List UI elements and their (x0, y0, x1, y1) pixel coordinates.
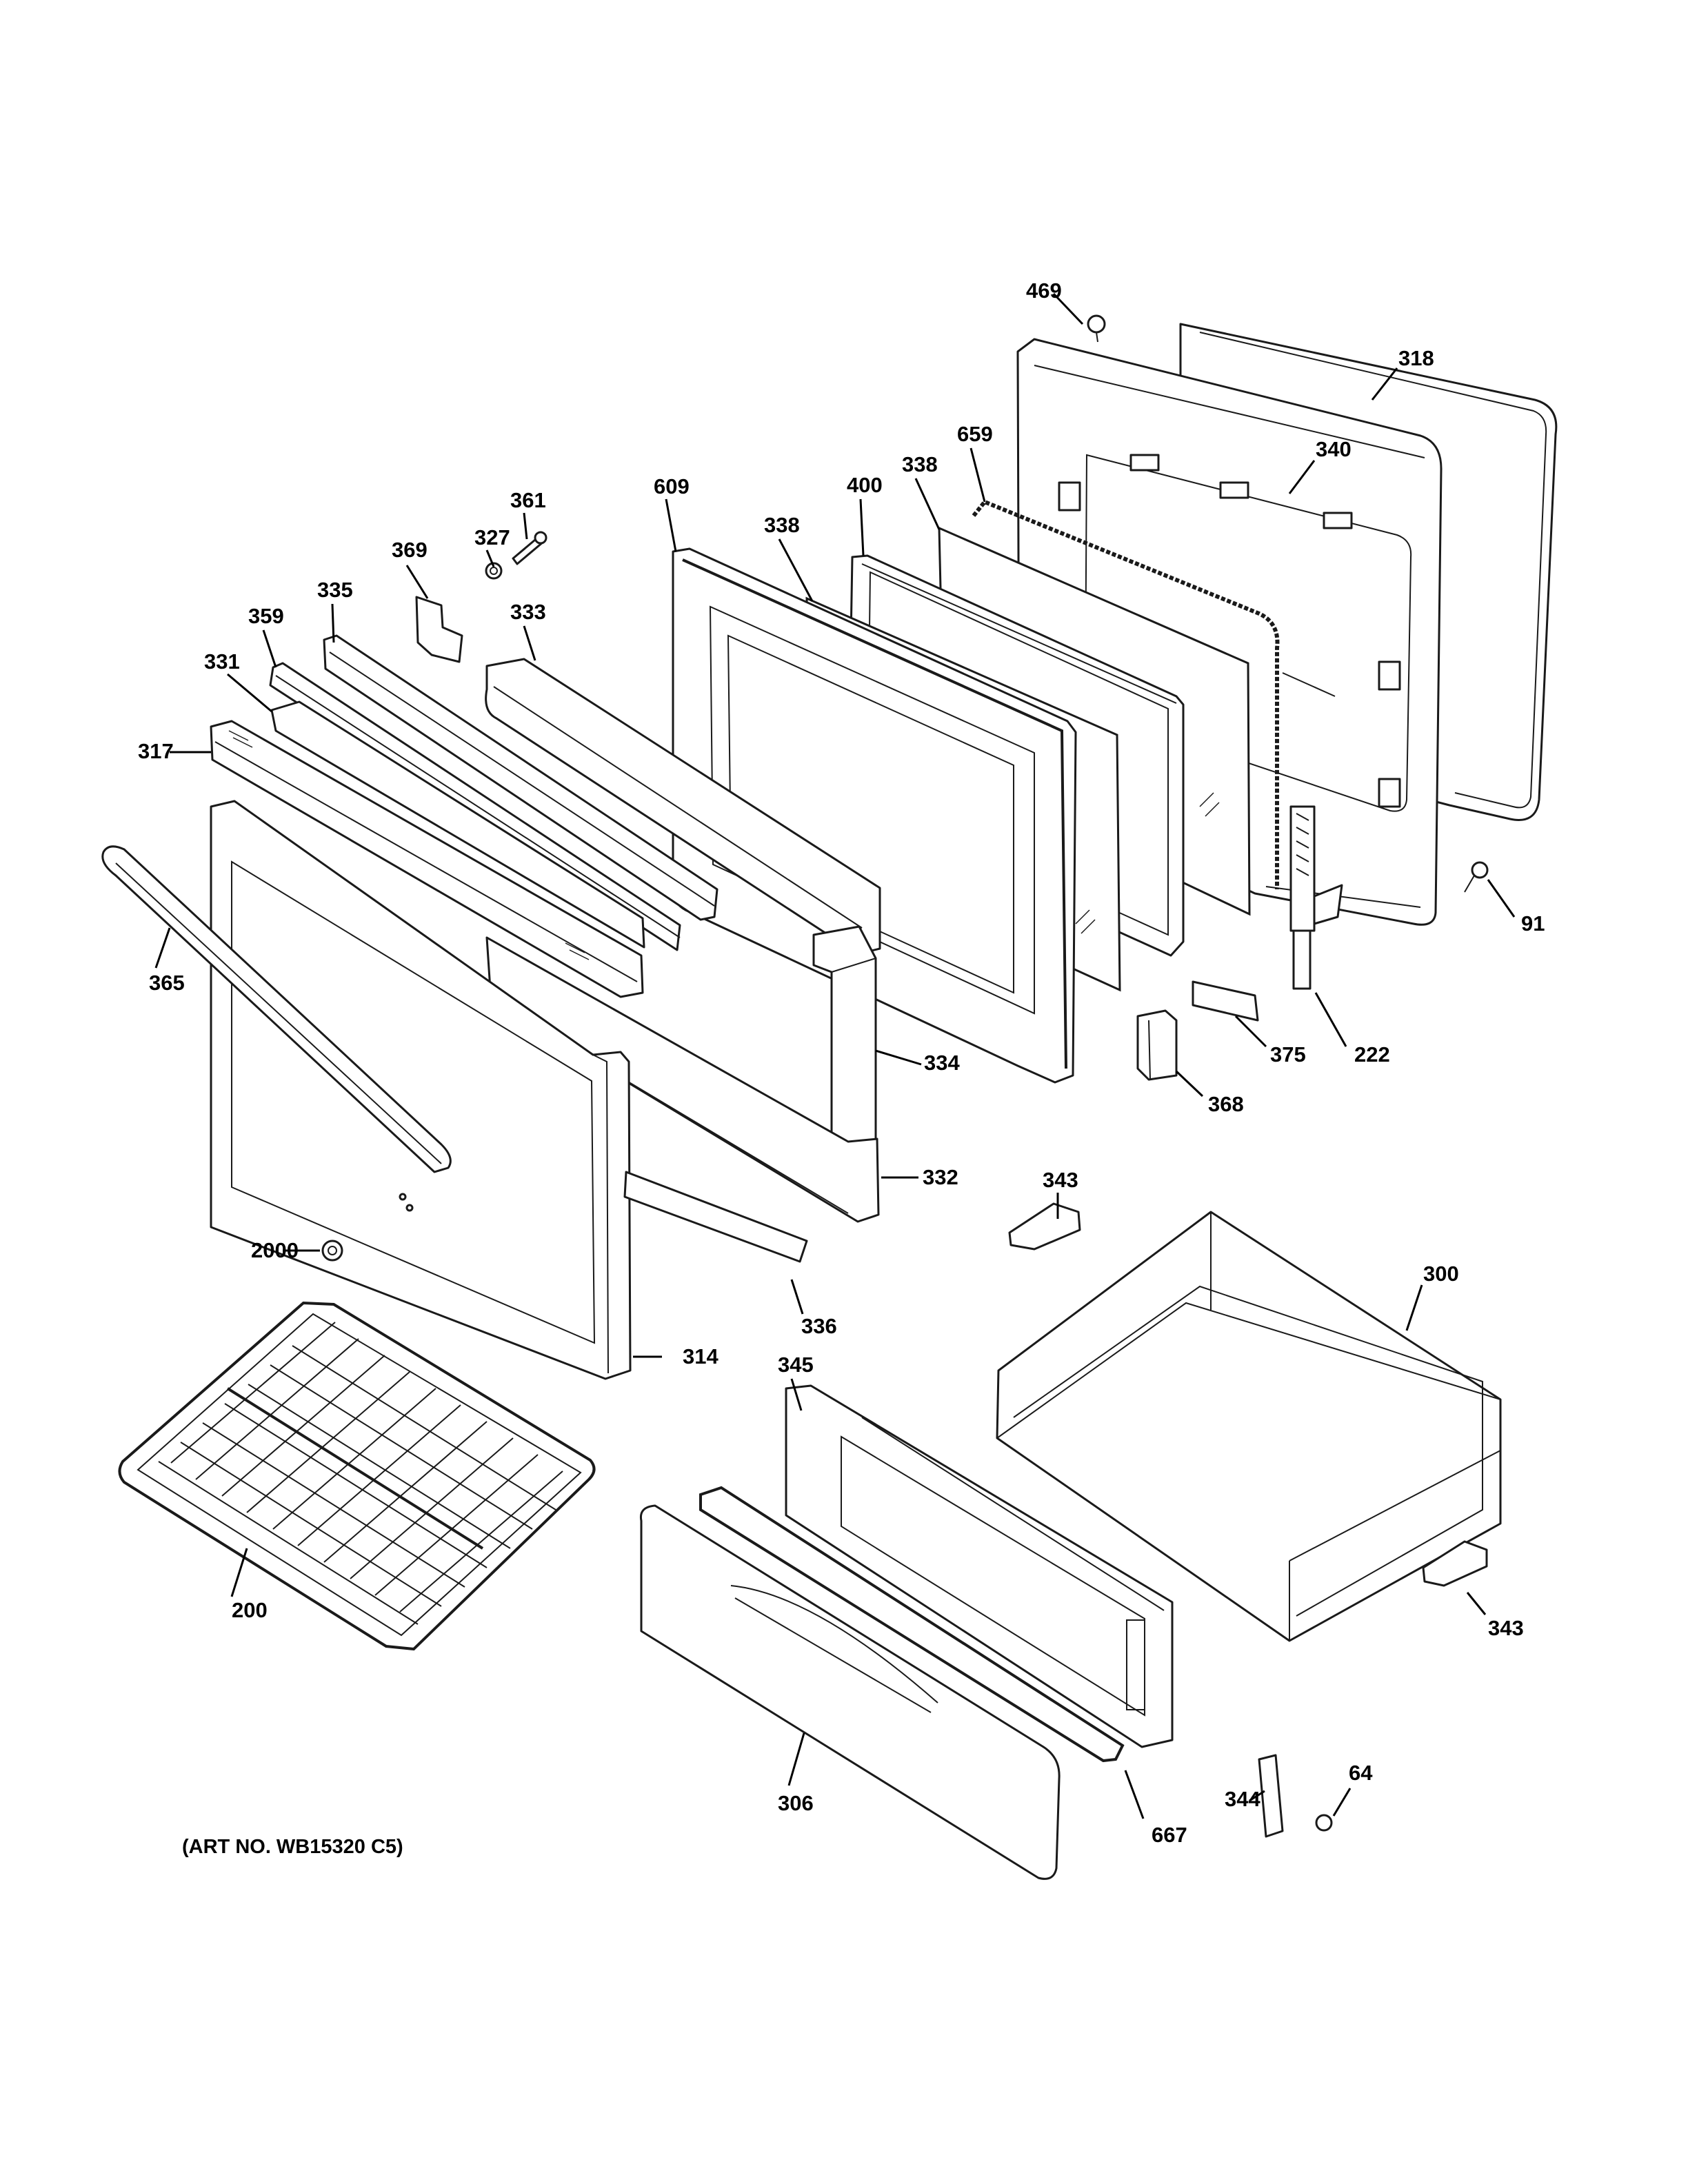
door-bottom-strip-336 (623, 1171, 808, 1263)
callout-400: 400 (847, 473, 883, 497)
callout-317: 317 (138, 739, 174, 763)
leader-line-335 (331, 603, 335, 643)
screw-64 (1315, 1814, 1333, 1832)
callout-332: 332 (923, 1165, 958, 1189)
leader-line-343b (1466, 1592, 1487, 1615)
leader-line-222 (1314, 992, 1347, 1047)
bracket-369 (415, 596, 463, 663)
door-top-vent-317 (210, 720, 644, 998)
leader-line-336 (790, 1279, 804, 1315)
callout-368: 368 (1208, 1092, 1244, 1116)
callout-200: 200 (232, 1598, 268, 1622)
art-number: (ART NO. WB15320 C5) (182, 1836, 403, 1858)
vent-deflector-331 (270, 700, 645, 949)
leader-line-609 (665, 498, 677, 552)
leader-line-91 (1487, 879, 1516, 918)
door-inner-frame-609 (672, 547, 1077, 1084)
hinge-bracket-375 (1192, 980, 1259, 1022)
vent-channel-335 (323, 634, 719, 921)
leader-line-200 (230, 1548, 248, 1597)
callout-609: 609 (654, 474, 690, 498)
leader-line-344 (1249, 1790, 1265, 1802)
callout-327: 327 (474, 525, 510, 549)
callout-344: 344 (1225, 1787, 1260, 1811)
callout-314: 314 (683, 1344, 719, 1368)
leader-line-333 (523, 625, 536, 661)
leader-line-300 (1405, 1284, 1423, 1331)
callout-222: 222 (1354, 1042, 1390, 1066)
leader-line-400 (859, 498, 865, 556)
callout-365: 365 (149, 971, 185, 995)
nut-327 (485, 562, 503, 580)
callout-338b: 338 (764, 513, 800, 537)
drawer-front-frame-345 (785, 1384, 1174, 1748)
drawer-slide-343b (1422, 1540, 1488, 1587)
door-hinge-222 (1289, 805, 1343, 990)
leader-line-659 (969, 447, 986, 503)
door-clip-2000 (321, 1240, 343, 1262)
callout-369: 369 (392, 538, 428, 562)
callout-343b: 343 (1488, 1616, 1524, 1640)
drawer-gasket-667 (699, 1486, 1125, 1763)
callout-338a: 338 (902, 452, 938, 476)
leader-line-338b (778, 538, 814, 602)
callout-340: 340 (1316, 437, 1352, 461)
screw-91 (1464, 861, 1489, 893)
callout-469: 469 (1026, 279, 1062, 303)
door-outer-panel-314 (210, 800, 632, 1380)
callout-306: 306 (778, 1791, 814, 1815)
leader-line-338a (914, 478, 941, 530)
door-wire-gasket-659 (972, 499, 1280, 889)
drawer-slide-343a (1008, 1202, 1081, 1251)
leader-line-359 (262, 629, 277, 668)
callout-335: 335 (317, 578, 353, 602)
leader-line-368 (1175, 1070, 1204, 1098)
leader-line-318 (1371, 367, 1398, 401)
hinge-receiver-368 (1136, 1009, 1178, 1081)
leader-line-365 (154, 927, 171, 969)
callout-667: 667 (1152, 1823, 1187, 1847)
callout-343a: 343 (1043, 1168, 1078, 1192)
leader-line-667 (1124, 1770, 1145, 1819)
callout-361: 361 (510, 488, 546, 512)
leader-line-345 (790, 1378, 803, 1411)
callout-659: 659 (957, 422, 993, 446)
callout-345: 345 (778, 1353, 814, 1377)
callout-64: 64 (1349, 1761, 1373, 1785)
leader-line-361 (523, 512, 528, 540)
callout-318: 318 (1398, 346, 1434, 370)
callout-336: 336 (801, 1314, 837, 1338)
callout-333: 333 (510, 600, 546, 624)
callout-334: 334 (924, 1051, 960, 1075)
screw-361 (512, 531, 547, 565)
leader-line-331 (227, 673, 272, 713)
callout-375: 375 (1270, 1042, 1306, 1066)
leader-line-327 (485, 549, 495, 567)
leader-line-375 (1234, 1015, 1267, 1048)
callout-2000: 2000 (251, 1238, 299, 1262)
leader-line-340 (1288, 460, 1316, 494)
callout-91: 91 (1521, 911, 1545, 936)
oven-rack-200 (118, 1301, 596, 1651)
screw-469 (1087, 314, 1106, 343)
callout-300: 300 (1423, 1262, 1459, 1286)
leader-line-469 (1052, 292, 1084, 325)
door-handle-365 (101, 845, 452, 1173)
callout-331: 331 (204, 649, 240, 674)
leader-line-64 (1332, 1788, 1352, 1817)
leader-line-334 (875, 1049, 922, 1066)
door-top-trim-333 (485, 658, 881, 956)
callout-359: 359 (248, 604, 284, 628)
drawer-rail-344 (1258, 1754, 1284, 1838)
door-side-trim-334 (812, 925, 877, 1157)
leader-line-306 (787, 1732, 805, 1786)
drawer-front-306 (639, 1504, 1061, 1880)
leader-line-369 (405, 565, 429, 599)
storage-drawer-300 (996, 1211, 1502, 1642)
